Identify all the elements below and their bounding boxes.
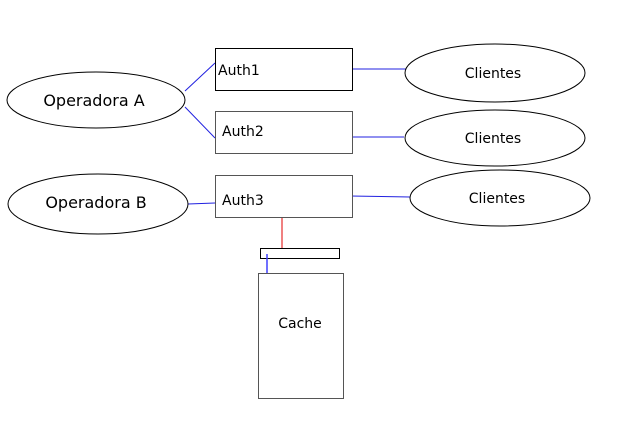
node-auth2-label: Auth2 — [222, 124, 264, 140]
cache-connector[interactable] — [260, 248, 340, 259]
node-cache[interactable]: Cache — [258, 273, 344, 399]
node-clientes-1[interactable]: Clientes — [404, 43, 586, 103]
node-auth3[interactable]: Auth3 — [215, 175, 353, 218]
node-auth1[interactable]: Auth1 — [215, 48, 353, 91]
node-auth2[interactable]: Auth2 — [215, 111, 353, 154]
node-auth3-label: Auth3 — [222, 193, 264, 209]
edge-operadora-a-auth2 — [184, 106, 216, 139]
node-clientes-1-label: Clientes — [465, 66, 521, 82]
node-clientes-3-label: Clientes — [469, 191, 525, 207]
node-clientes-2[interactable]: Clientes — [404, 109, 586, 167]
node-operadora-a[interactable]: Operadora A — [6, 71, 186, 129]
node-operadora-b-label: Operadora B — [45, 193, 146, 212]
edge-operadora-b-auth3 — [187, 202, 216, 205]
node-cache-label: Cache — [278, 316, 322, 332]
edge-operadora-a-auth1 — [184, 62, 216, 92]
node-operadora-b[interactable]: Operadora B — [7, 173, 189, 235]
node-operadora-a-label: Operadora A — [43, 91, 144, 110]
node-auth1-label: Auth1 — [218, 63, 260, 79]
node-clientes-3[interactable]: Clientes — [409, 169, 591, 227]
node-clientes-2-label: Clientes — [465, 131, 521, 147]
edge-auth3-clientes — [349, 195, 411, 198]
